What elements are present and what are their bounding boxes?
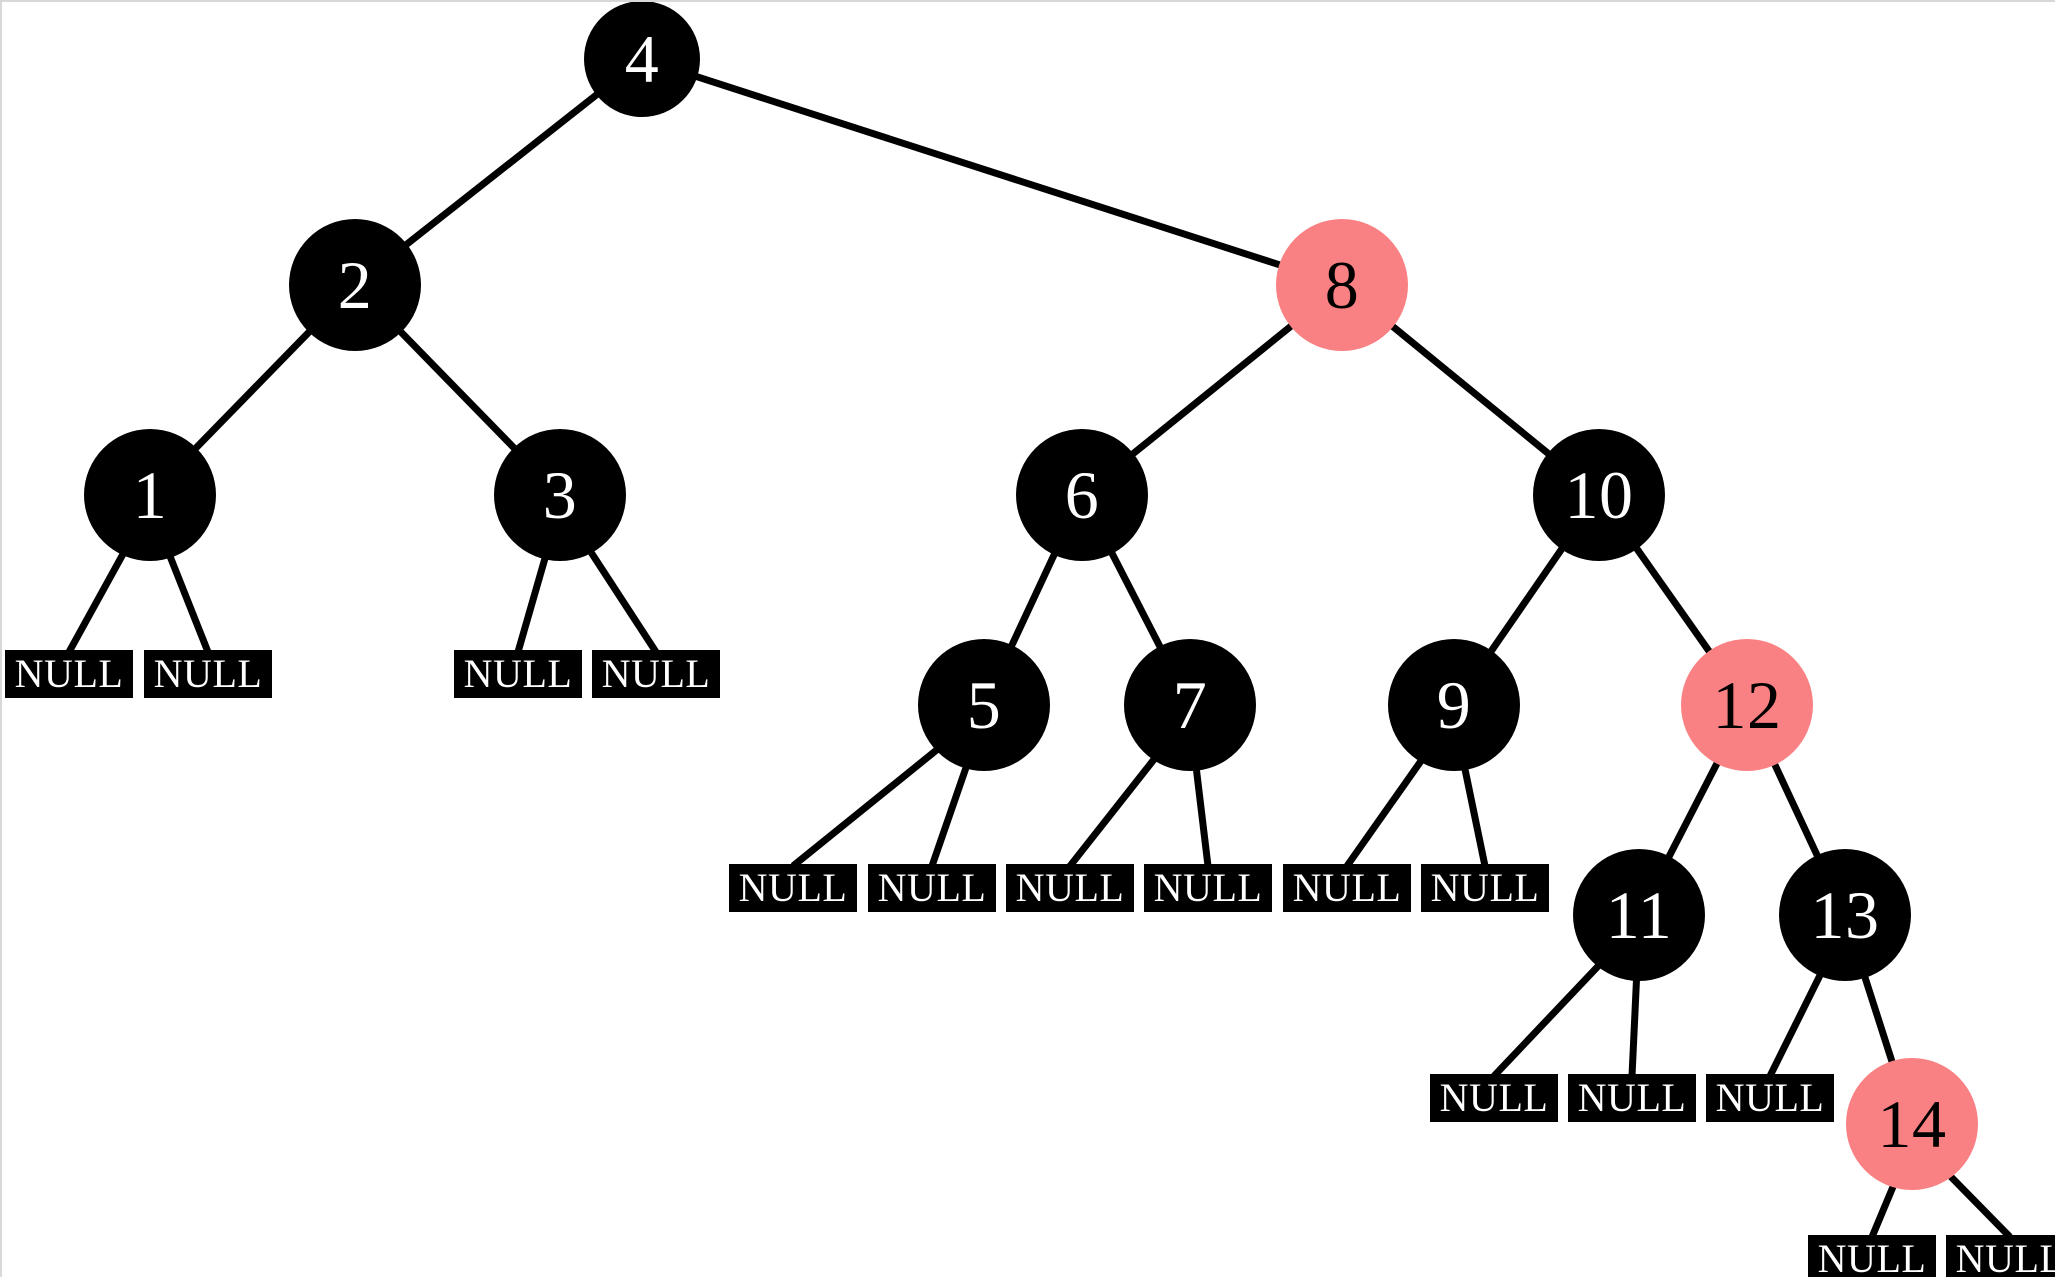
tree-nil-leaf: NULL [1006,864,1134,912]
tree-edge [1344,756,1426,869]
tree-nil-leaf: NULL [592,650,720,698]
tree-nil-leaf: NULL [1706,1074,1834,1122]
tree-edge [1460,765,1489,867]
tree-node-label: 13 [1810,877,1880,953]
tree-node-label: 12 [1712,667,1782,743]
tree-edge [1192,766,1212,867]
tree-edge [790,745,942,869]
tree-edge [1766,970,1825,1078]
tree-node-4[interactable]: 4 [584,2,700,117]
tree-nil-leaf: NULL [1568,1074,1696,1122]
tree-edge [190,326,315,454]
tree-nil-leaf: NULL [1421,864,1549,912]
tree-node-6[interactable]: 6 [1016,429,1148,561]
tree-node-5[interactable]: 5 [918,639,1050,771]
tree-edge [1945,1171,2013,1240]
tree-edge [1007,549,1059,651]
tree-edge [1067,754,1159,869]
tree-edge [1486,544,1567,656]
tree-node-1[interactable]: 1 [84,429,216,561]
tree-edge [928,763,971,868]
tree-node-label: 14 [1877,1086,1947,1162]
tree-edge [65,549,128,654]
tree-node-label: 10 [1564,457,1634,533]
tree-edge [1107,548,1165,652]
tree-nil-leaf: NULL [1430,1074,1558,1122]
tree-nil-leaf: NULL [1144,864,1272,912]
tree-nil-leaf: NULL [454,650,582,698]
tree-nil-leaf: NULL [1808,1235,1936,1277]
tree-node-label: 11 [1605,877,1673,953]
tree-node-label: 7 [1172,667,1208,743]
tree-node-label: 5 [966,667,1002,743]
tree-nil-leaf: NULL [1283,864,1411,912]
tree-nil-leaf: NULL [5,650,133,698]
tree-node-label: 9 [1436,667,1472,743]
tree-nil-leaf: NULL [868,864,996,912]
tree-node-label: 6 [1064,457,1100,533]
tree-edge [586,547,659,654]
tree-edge [1628,976,1641,1077]
tree-edge [1491,961,1604,1079]
tree-node-label: 1 [132,457,168,533]
tree-edge [514,554,550,653]
tree-edge [395,326,520,454]
tree-edge [1868,1182,1898,1239]
tree-node-2[interactable]: 2 [289,219,421,351]
tree-node-14[interactable]: 14 [1846,1058,1978,1190]
tree-node-9[interactable]: 9 [1388,639,1520,771]
tree-edge [1631,543,1715,657]
tree-node-label: 8 [1324,247,1360,323]
tree-nil-leaf: NULL [144,650,272,698]
tree-edge [1860,972,1897,1067]
tree-edge [1128,321,1296,459]
tree-node-12[interactable]: 12 [1681,639,1813,771]
tree-node-10[interactable]: 10 [1533,429,1665,561]
tree-node-11[interactable]: 11 [1573,849,1705,981]
tree-edge [1770,759,1822,861]
tree-nil-leaf: NULL [1946,1235,2055,1277]
tree-edge [165,552,212,654]
tree-edge [692,72,1285,270]
tree-node-8[interactable]: 8 [1276,219,1408,351]
tree-node-13[interactable]: 13 [1779,849,1911,981]
tree-node-label: 3 [542,457,578,533]
tree-node-7[interactable]: 7 [1124,639,1256,771]
tree-node-label: 4 [624,21,660,97]
tree-node-3[interactable]: 3 [494,429,626,561]
tree-edge [401,89,602,250]
tree-nil-leaf: NULL [729,864,857,912]
tree-node-label: 2 [337,247,373,323]
tree-edge [1664,758,1722,862]
tree-edge [1387,321,1554,459]
